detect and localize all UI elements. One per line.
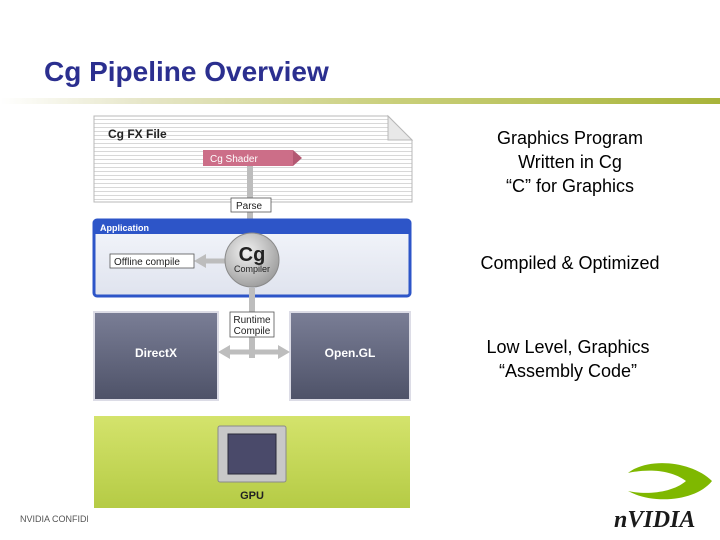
cg-shader-label: Cg Shader — [210, 154, 258, 165]
gpu-panel: GPU — [94, 416, 410, 508]
opengl-label: Open.GL — [325, 346, 376, 360]
cg-fx-file-label: Cg FX File — [108, 127, 167, 141]
parse-label: Parse — [236, 201, 263, 212]
note-low-level: Low Level, Graphics “Assembly Code” — [448, 335, 688, 383]
slide-title: Cg Pipeline Overview — [44, 56, 329, 87]
offline-compile-box: Offline compile — [109, 253, 195, 269]
note-low-level-line-2: “Assembly Code” — [498, 361, 638, 381]
note-line-3: “C” for Graphics — [505, 176, 635, 196]
cg-compiler-label: Compiler — [234, 264, 270, 274]
gpu-label: GPU — [240, 490, 264, 502]
note-compiled: Compiled & Optimized — [480, 253, 660, 273]
api-double-arrow — [218, 345, 290, 359]
compile-label: Compile — [234, 326, 271, 337]
confidential-footer: NVIDIA CONFIDENTIAL — [20, 514, 88, 524]
note-low-level-line-1: Low Level, Graphics — [486, 337, 650, 357]
title-underline — [0, 98, 720, 104]
gpu-chip-icon — [227, 433, 277, 475]
runtime-label: Runtime — [233, 315, 271, 326]
directx-label: DirectX — [135, 346, 177, 360]
note-line-1: Graphics Program — [496, 128, 644, 148]
offline-compile-arrow — [194, 254, 228, 268]
cg-compiler-cg-label: Cg — [239, 244, 266, 266]
nvidia-logo-text: nVIDIA — [614, 507, 695, 533]
application-label: Application — [100, 223, 149, 233]
runtime-compile-box: Runtime Compile — [229, 311, 275, 338]
nvidia-eye-icon — [628, 463, 712, 500]
cg-pipeline-diagram: Cg FX File Cg Shader Parse Application O… — [92, 114, 414, 508]
cg-compiler-orb: Cg Compiler — [224, 232, 280, 288]
note-graphics-program: Graphics Program Written in Cg “C” for G… — [450, 126, 690, 198]
parse-box: Parse — [230, 197, 272, 213]
note-line-2: Written in Cg — [518, 152, 622, 172]
opengl-box: Open.GL — [289, 311, 411, 401]
cg-shader-tab: Cg Shader — [203, 150, 302, 166]
offline-compile-label: Offline compile — [114, 257, 180, 268]
nvidia-logo: nVIDIA — [614, 463, 712, 533]
directx-box: DirectX — [93, 311, 219, 401]
